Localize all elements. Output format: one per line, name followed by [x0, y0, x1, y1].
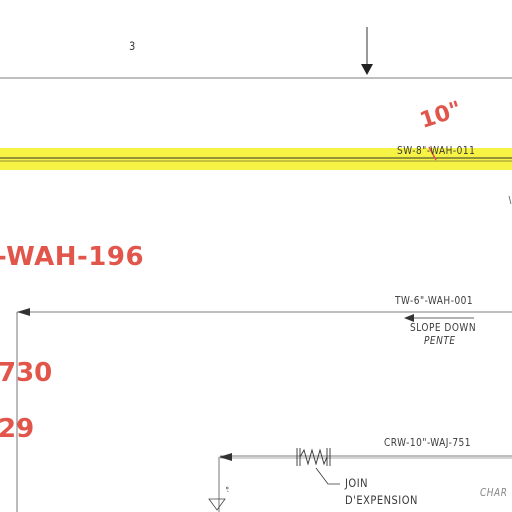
tw-pipe-arrow — [17, 308, 30, 316]
joint-label: JOIN — [345, 476, 369, 491]
sw-pipe-label: SW-8"-WAH-011 — [397, 145, 476, 158]
top-mark-label: 3 — [129, 39, 136, 54]
crw-pipe-label: CRW-10"-WAJ-751 — [384, 437, 472, 450]
yellow-highlight — [0, 148, 512, 170]
drain-symbol — [208, 498, 226, 511]
expansion-joint-icon — [296, 448, 331, 466]
drain-side-label: °′ — [219, 486, 229, 493]
tw-pipe-label: TW-6"-WAH-001 — [395, 295, 474, 308]
joint-leader — [315, 467, 340, 485]
edge-char-label: CHAR — [480, 487, 508, 500]
slope-down-label: SLOPE DOWN — [410, 322, 477, 335]
red-markup-slash — [428, 146, 437, 161]
section-arrow-head — [361, 64, 373, 75]
slope-pente-label: PENTE — [424, 335, 456, 348]
red-line-markup-b: 730 — [0, 358, 53, 388]
red-line-markup-a: -WAH-196 — [0, 242, 145, 272]
joint-label-2: D'EXPENSION — [345, 493, 418, 508]
slope-arrow-head — [404, 314, 414, 322]
crw-pipe-arrow — [219, 453, 232, 461]
red-line-markup-c: 29 — [0, 414, 35, 444]
right-edge-tick — [508, 195, 512, 205]
